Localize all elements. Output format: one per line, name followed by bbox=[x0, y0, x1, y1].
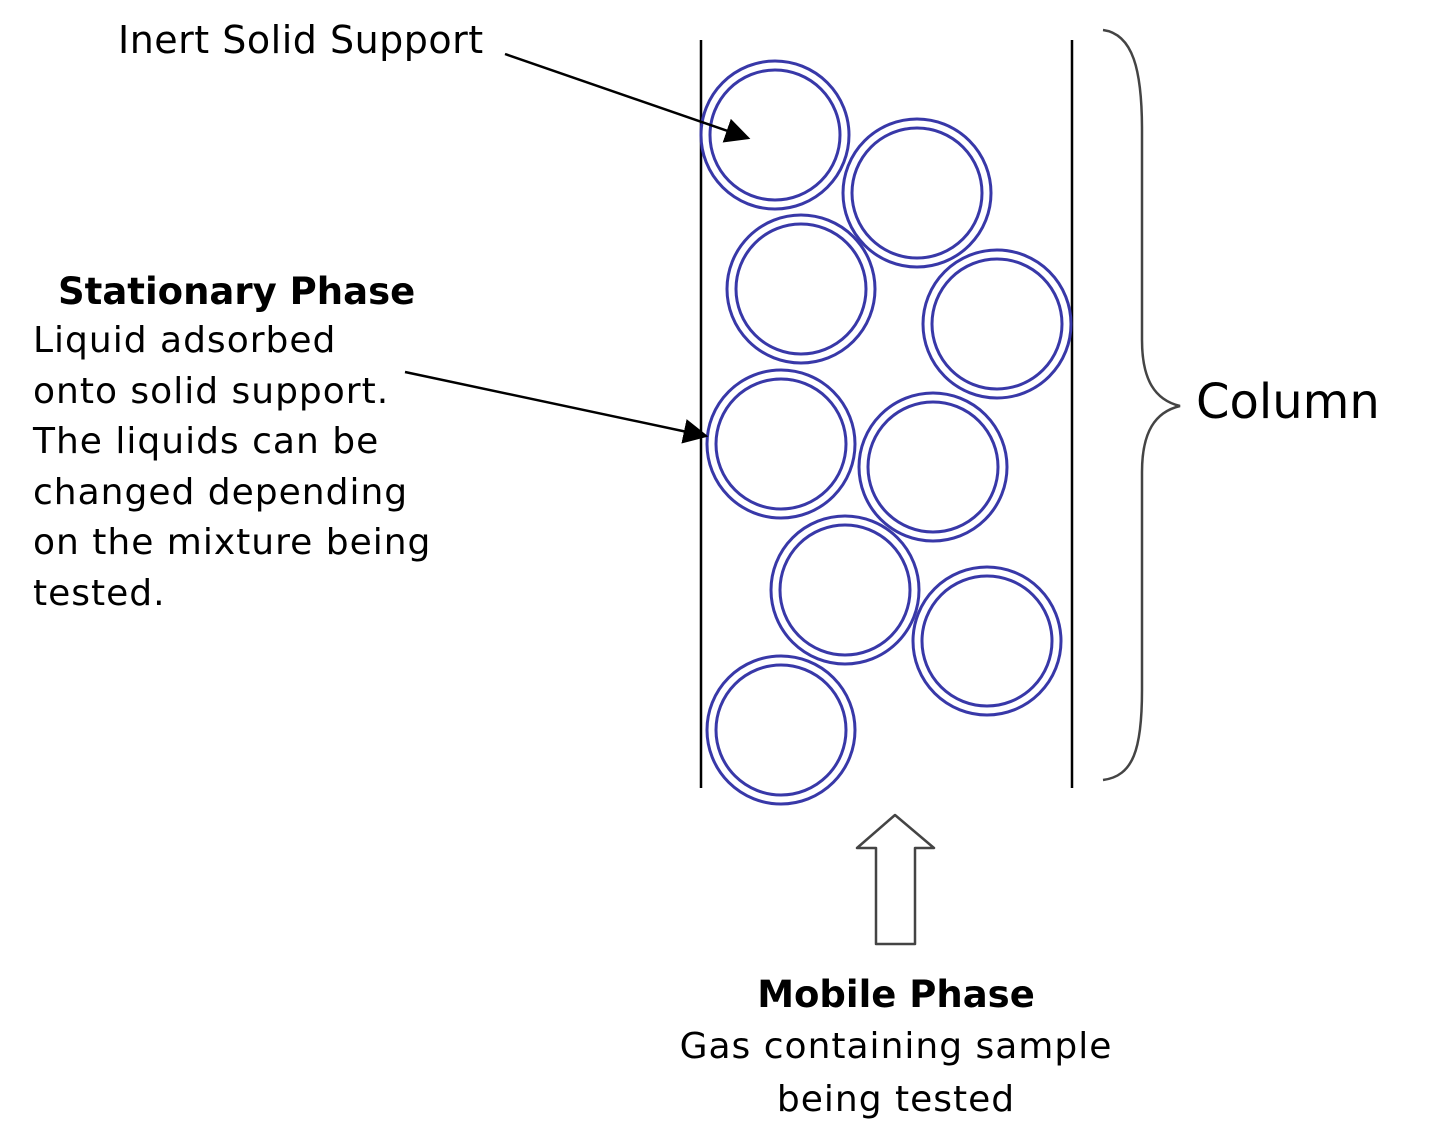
stationary-desc-line: changed depending bbox=[33, 471, 409, 513]
mobile-phase-arrow bbox=[855, 813, 936, 946]
stationary-phase-arrow bbox=[404, 370, 709, 444]
mobile-phase-title: Mobile Phase bbox=[757, 973, 1035, 1016]
stationary-phase-block: Stationary Phase Liquid adsorbed onto so… bbox=[33, 268, 453, 619]
particle bbox=[705, 368, 857, 520]
particle bbox=[725, 213, 877, 365]
particle bbox=[857, 391, 1009, 543]
particle bbox=[911, 565, 1063, 717]
stationary-desc-line: tested. bbox=[33, 572, 166, 614]
particle bbox=[699, 59, 851, 211]
inert-support-arrow bbox=[504, 52, 751, 143]
stationary-phase-title: Stationary Phase bbox=[58, 270, 416, 313]
stationary-desc-line: The liquids can be bbox=[33, 421, 380, 462]
column-label: Column bbox=[1196, 374, 1380, 430]
mobile-desc-line: being tested bbox=[776, 1079, 1016, 1120]
inert-support-label: Inert Solid Support bbox=[118, 18, 484, 62]
mobile-desc-line: Gas containing sample bbox=[679, 1026, 1113, 1067]
stationary-desc-line: Liquid adsorbed bbox=[33, 320, 337, 361]
stationary-desc-line: on the mixture being bbox=[33, 522, 432, 563]
particle bbox=[705, 654, 857, 806]
particle bbox=[921, 248, 1073, 400]
column-brace bbox=[1102, 28, 1181, 782]
stationary-desc-line: onto solid support. bbox=[33, 370, 390, 412]
particle bbox=[769, 514, 921, 666]
mobile-phase-block: Mobile Phase Gas containing sample being… bbox=[620, 970, 1172, 1126]
particle-group bbox=[699, 59, 1073, 806]
particle bbox=[841, 117, 993, 269]
